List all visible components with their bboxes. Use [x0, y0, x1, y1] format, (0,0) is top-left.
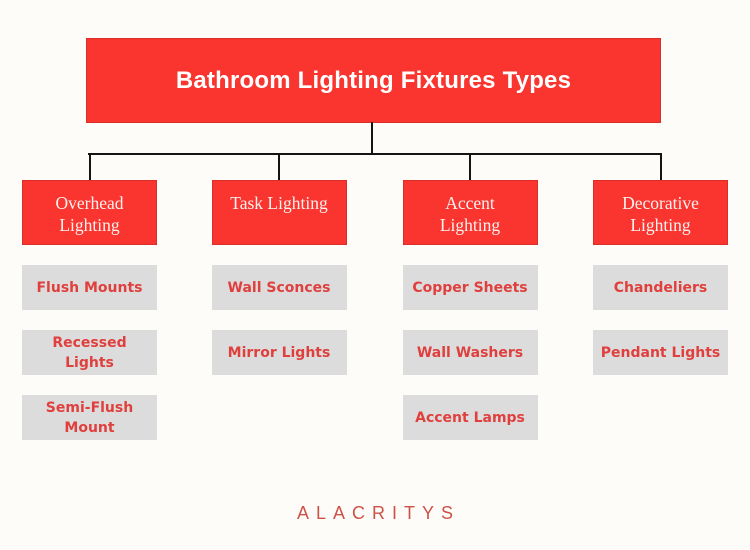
connector-drop-line: [469, 155, 471, 180]
connector-root-stub: [371, 122, 373, 153]
item-box: Mirror Lights: [211, 330, 347, 375]
item-box: Chandeliers: [593, 265, 728, 310]
connector-drop-line: [659, 155, 662, 180]
category-box: Task Lighting: [211, 180, 347, 245]
item-box: Recessed Lights: [22, 330, 157, 375]
item-box: Copper Sheets: [402, 265, 538, 310]
brand-footer-text: ALACRITYS: [296, 503, 461, 523]
item-box: Wall Sconces: [211, 265, 347, 310]
category-box: Decorative Lighting: [593, 180, 728, 245]
connector-drop-line: [278, 155, 280, 180]
connector-drop-line: [88, 155, 91, 180]
item-box: Accent Lamps: [402, 395, 538, 440]
root-title-box: Bathroom Lighting Fixtures Types: [86, 38, 661, 123]
item-box: Semi-Flush Mount: [22, 395, 157, 440]
item-box: Flush Mounts: [22, 265, 157, 310]
item-box: Pendant Lights: [593, 330, 728, 375]
page-title: Bathroom Lighting Fixtures Types: [175, 66, 572, 94]
category-box: Accent Lighting: [402, 180, 538, 245]
item-box: Wall Washers: [402, 330, 538, 375]
category-box: Overhead Lighting: [22, 180, 157, 245]
connector-horizontal-bar: [88, 153, 662, 155]
